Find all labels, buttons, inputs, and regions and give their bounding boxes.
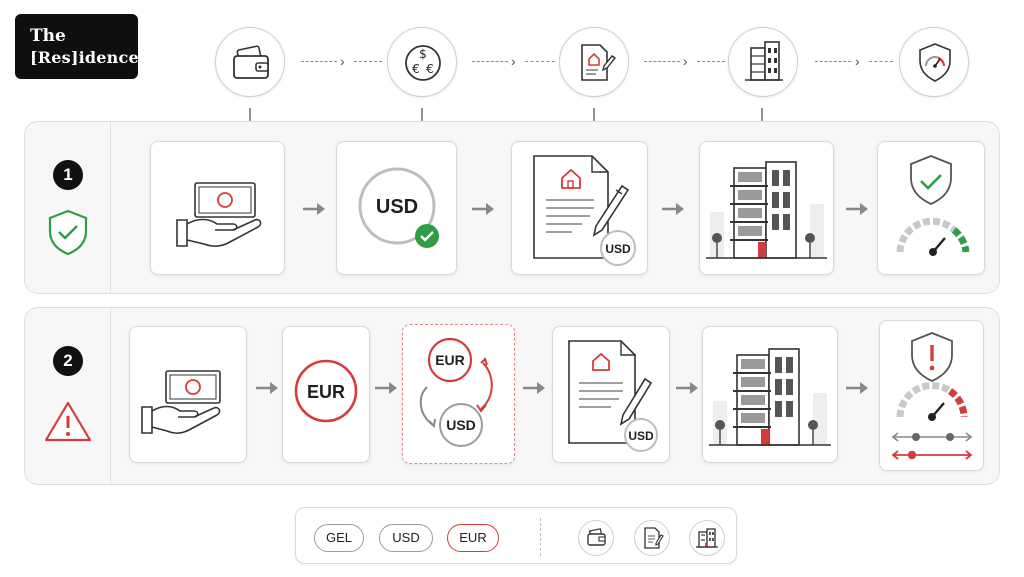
cash-payment-card: [150, 141, 285, 275]
usd-coin-label: USD: [376, 196, 418, 218]
chevron-right-icon: ›: [683, 53, 688, 69]
currency-conversion-card: EUR USD: [402, 324, 515, 464]
brand-logo: The [Res]idence: [15, 14, 139, 79]
usd-coin-icon: USD: [358, 167, 439, 248]
legend-bar: GEL USD EUR: [295, 507, 737, 564]
signed-contract-card: USD: [552, 326, 670, 463]
arrow-right-icon: [256, 382, 278, 394]
apartment-card: [702, 326, 838, 463]
apartment-card: [699, 141, 834, 275]
arrow-right-icon: [846, 203, 868, 215]
conversion-to-label: USD: [446, 417, 476, 433]
arrow-right-icon: [303, 203, 325, 215]
currency-pill-gel: GEL: [314, 524, 364, 552]
building-icon: [728, 27, 798, 97]
eur-coin-label: EUR: [307, 382, 345, 402]
svg-text:€: €: [412, 62, 420, 76]
flow-connector: [354, 61, 382, 63]
signed-contract-icon: USD: [533, 155, 636, 266]
scenario-1-number: 1: [53, 160, 83, 190]
currency-pill-usd: USD: [379, 524, 433, 552]
cash-payment-card: [129, 326, 247, 463]
logo-line-1: The: [30, 26, 66, 46]
currency-pill-eur: EUR: [447, 524, 499, 552]
chevron-right-icon: ›: [511, 53, 516, 69]
scenario-2-panel: 2 EUR EUR USD: [24, 307, 1000, 485]
arrow-right-icon: [523, 382, 545, 394]
arrow-right-icon: [676, 382, 698, 394]
scenario-2-sidebar: 2: [25, 308, 111, 484]
arrow-right-icon: [662, 203, 684, 215]
cash-hand-icon: [141, 370, 221, 434]
flow-connector: [815, 61, 851, 63]
scenario-1-panel: 1 USD: [24, 121, 1000, 294]
building-icon: [689, 520, 725, 556]
shield-check-icon: [46, 208, 90, 261]
arrow-right-icon: [375, 382, 397, 394]
contract-usd-badge: USD: [605, 242, 631, 256]
chevron-right-icon: ›: [340, 53, 345, 69]
arrow-right-icon: [846, 382, 868, 394]
wallet-icon: [215, 27, 285, 97]
cash-hand-icon: [176, 182, 262, 247]
svg-text:€: €: [426, 62, 434, 76]
warning-triangle-icon: [43, 400, 93, 449]
arrow-right-icon: [472, 203, 494, 215]
contract-icon: [559, 27, 629, 97]
flow-connector: [525, 61, 555, 63]
logo-line-2: [Res]idence: [30, 48, 139, 67]
signed-contract-card: USD: [511, 141, 648, 275]
conversion-from-label: EUR: [435, 352, 465, 368]
contract-icon: [634, 520, 670, 556]
secure-outcome-card: [877, 141, 985, 275]
risk-gauge-icon: [891, 332, 973, 460]
eur-coin-icon: EUR: [294, 359, 358, 423]
scenario-2-number: 2: [53, 346, 83, 376]
signed-contract-icon: USD: [568, 340, 658, 452]
currency-exchange-icon: $ € €: [387, 27, 457, 97]
wallet-icon: [578, 520, 614, 556]
apartment-building-icon: [709, 348, 831, 446]
usd-currency-card: USD: [336, 141, 457, 275]
shield-gauge-icon: [899, 27, 969, 97]
chevron-right-icon: ›: [855, 53, 860, 69]
eur-currency-card: EUR: [282, 326, 370, 463]
conversion-icon: EUR USD: [419, 337, 493, 447]
contract-usd-badge: USD: [628, 429, 654, 443]
apartment-building-icon: [706, 161, 827, 259]
flow-connector: [697, 61, 725, 63]
flow-connector: [869, 61, 893, 63]
svg-text:$: $: [419, 47, 427, 61]
flow-connector: [644, 61, 680, 63]
risk-outcome-card: [879, 320, 984, 471]
legend-divider: [540, 518, 541, 556]
secure-gauge-icon: [896, 155, 970, 256]
flow-connector: [472, 61, 508, 63]
flow-connector: [301, 61, 337, 63]
scenario-1-sidebar: 1: [25, 122, 111, 293]
